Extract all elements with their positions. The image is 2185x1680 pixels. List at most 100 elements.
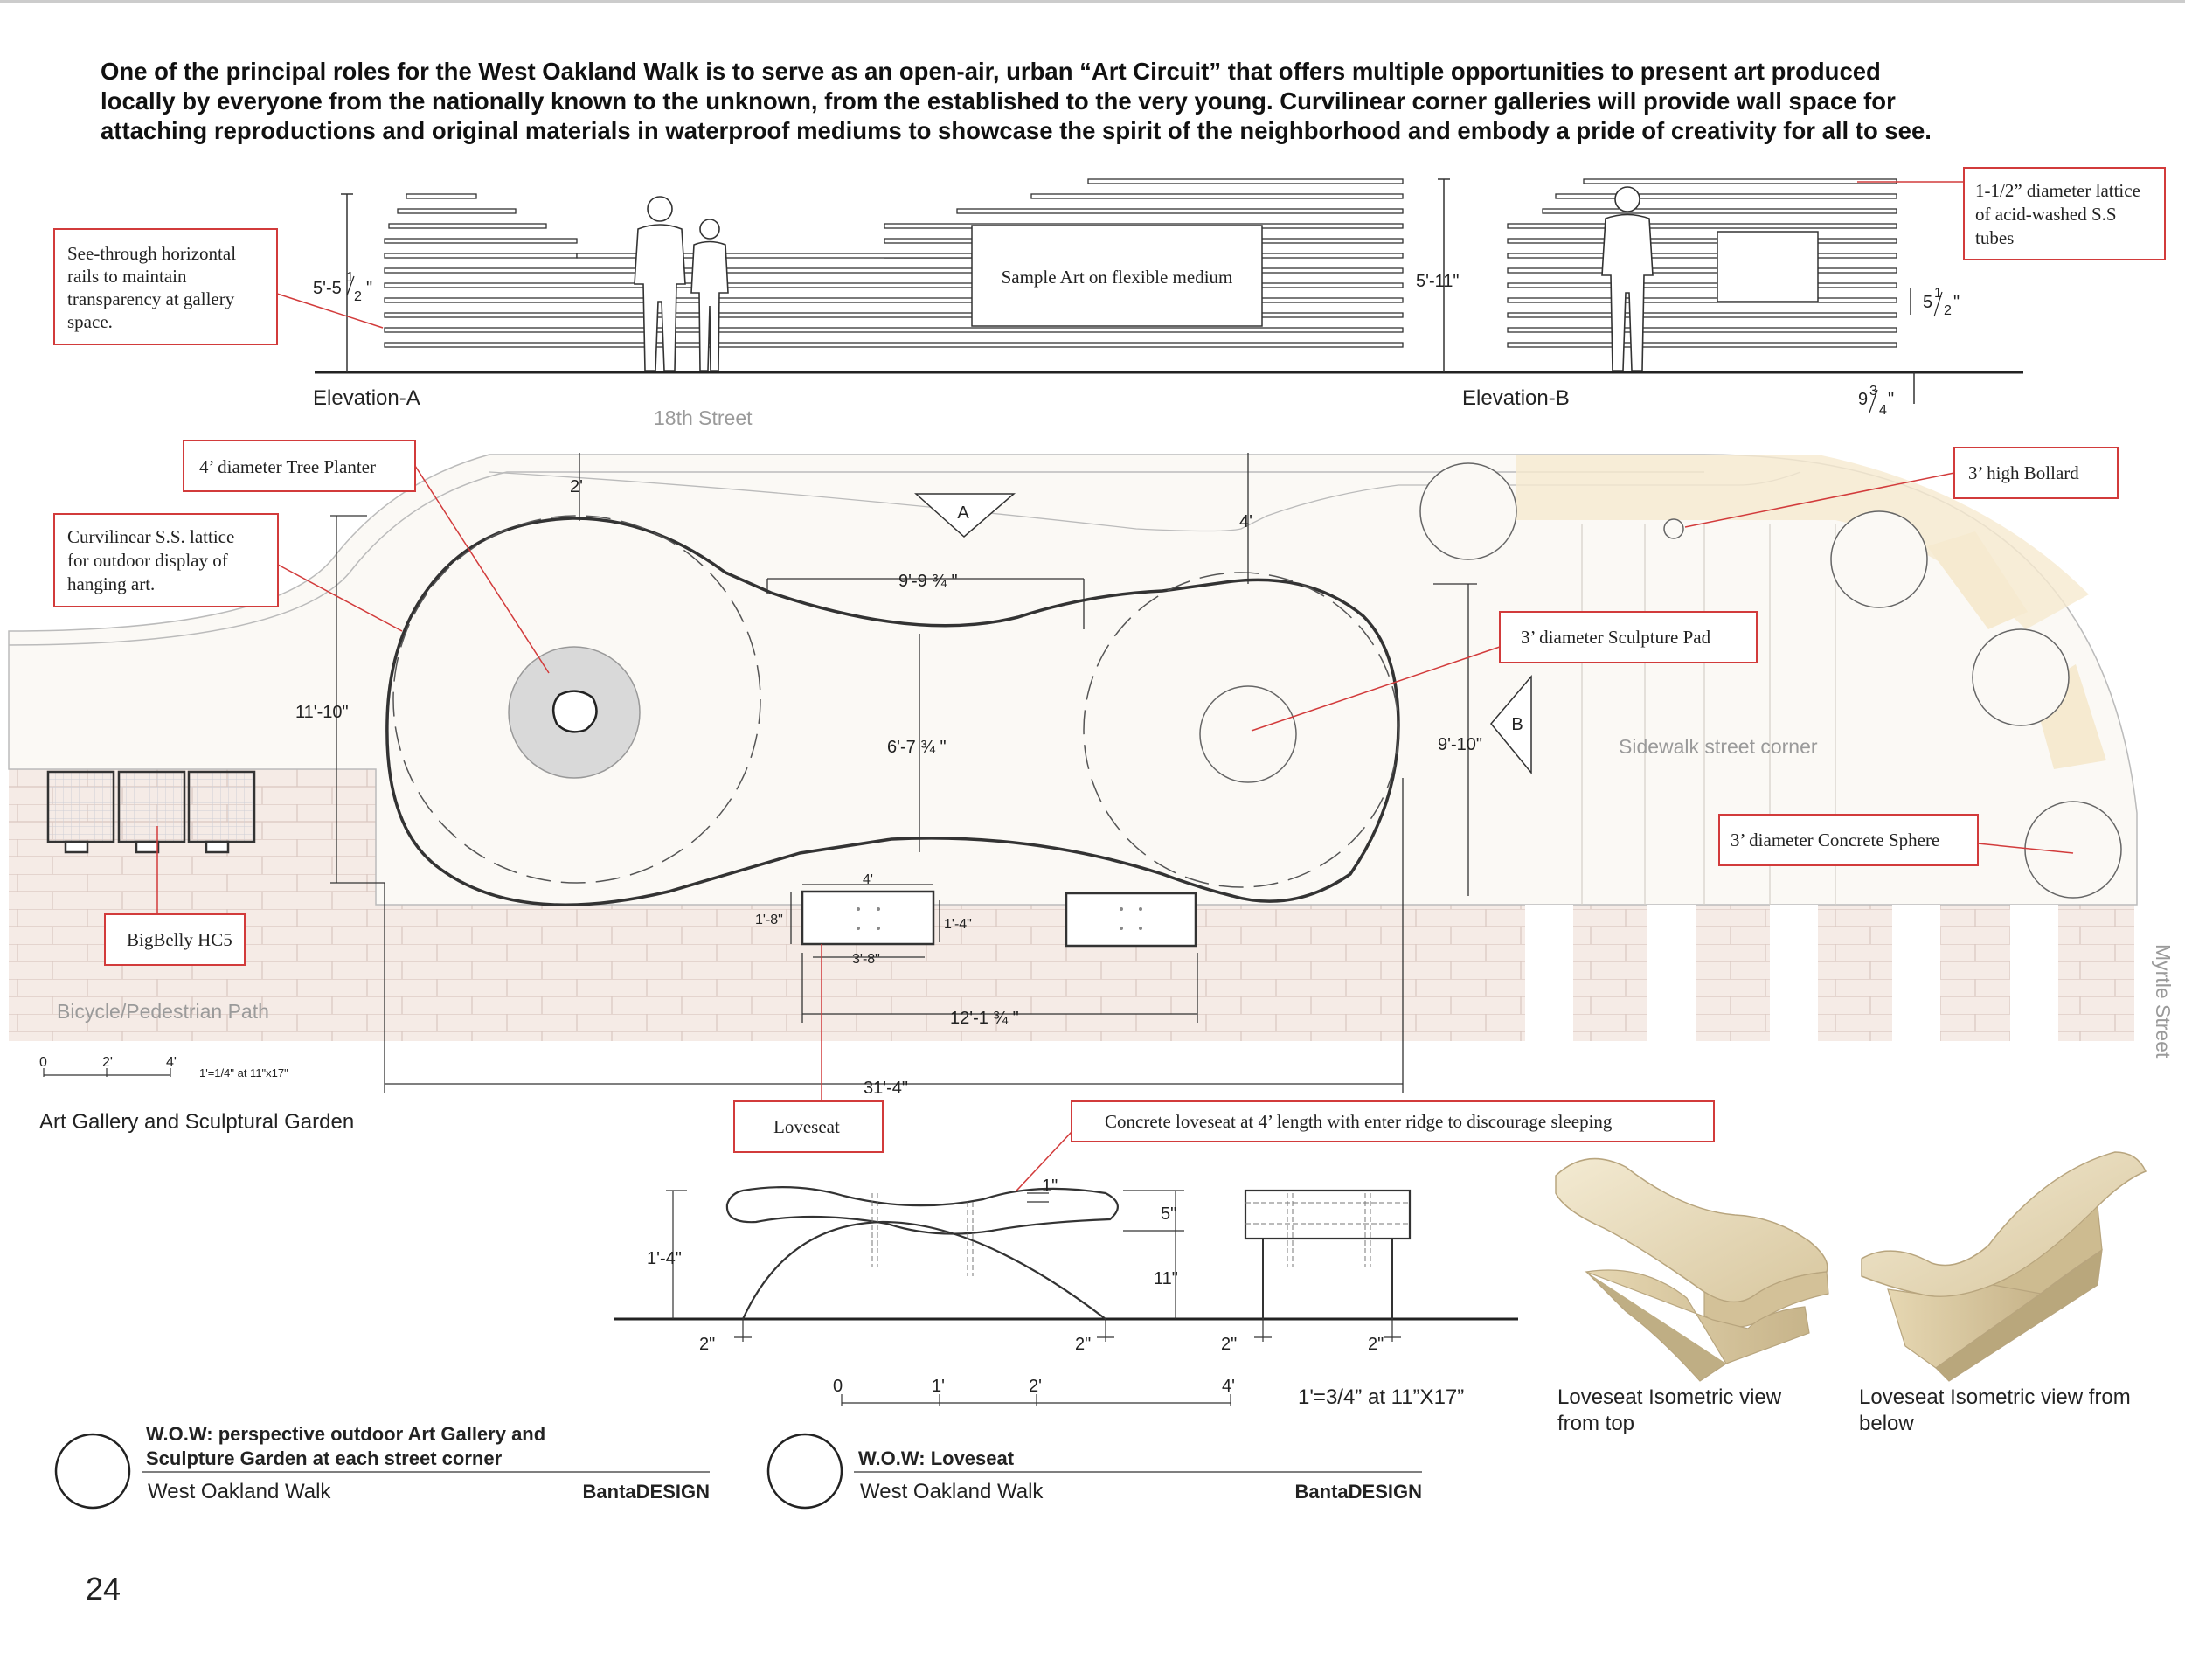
curvilinear-lattice-wall: [385, 517, 1400, 906]
callout-lattice-line1: 1-1/2” diameter lattice: [1975, 180, 2140, 201]
lattice-rail: [384, 342, 1404, 348]
dim-frac-den2: 4: [1879, 403, 1887, 418]
dim-9-9: 9'-9 ¾ ": [898, 572, 958, 591]
elevation-b-rails: [1507, 178, 1897, 348]
dim-frac-num: 1: [1934, 286, 1942, 301]
bollards: [1419, 462, 2122, 899]
loveseat-side-section: [1244, 1189, 1412, 1240]
callout-concrete-loveseat: Concrete loveseat at 4’ length with ente…: [991, 1100, 1715, 1218]
section-marker-a-label: A: [957, 503, 969, 523]
dim-inch-mark: ": [366, 279, 372, 298]
person-silhouette: [634, 196, 729, 371]
plan-scale-2: 2': [102, 1055, 113, 1070]
bike-path-label: Bicycle/Pedestrian Path: [57, 1000, 269, 1023]
callout-bollard: 3’ high Bollard: [1684, 447, 2119, 528]
title-block-2-project: West Oakland Walk: [860, 1480, 1044, 1503]
callout-tree-planter: 4’ diameter Tree Planter: [183, 440, 550, 674]
intro-line-1: One of the principal roles for the West …: [101, 58, 1881, 85]
section-marker-a: [914, 493, 1016, 538]
lattice-rail: [1507, 342, 1897, 348]
callout-rails-line4: space.: [67, 311, 113, 332]
callout-rails-line3: transparency at gallery: [67, 288, 235, 309]
sidewalk-corner-label: Sidewalk street corner: [1619, 735, 1818, 758]
dim-3-8: 3'-8": [852, 952, 880, 967]
detail-scale-1: 1': [932, 1377, 945, 1396]
dim-fraction-2: 2: [354, 289, 362, 304]
title-block-2: W.O.W: Loveseat West Oakland Walk BantaD…: [766, 1433, 1422, 1510]
dim-6-7: 6'-7 ¾ ": [887, 738, 947, 757]
dim-5-half: 5: [1923, 293, 1932, 312]
lattice-rail: [384, 297, 1404, 303]
street-18th-label: 18th Street: [654, 406, 753, 429]
loveseat-isometric-top: Loveseat Isometric view from top: [1555, 1157, 1829, 1435]
dim-frac-num2: 3: [1869, 384, 1877, 399]
intro-line-2: locally by everyone from the nationally …: [101, 87, 1896, 115]
page-number: 24: [86, 1571, 121, 1607]
intro-line-3: attaching reproductions and original mat…: [101, 117, 1932, 144]
callout-loveseat: Loveseat: [733, 944, 884, 1153]
title-block-2-firm: BantaDESIGN: [1295, 1481, 1422, 1503]
sample-art-panel: [971, 225, 1263, 327]
detail-dim-2in-d: 2": [1368, 1335, 1384, 1354]
callout-bigbelly: BigBelly HC5: [104, 826, 246, 966]
lattice-rail: [1030, 193, 1404, 199]
crosswalk: [1525, 905, 2058, 1041]
lattice-rail: [384, 327, 1404, 333]
lattice-rail: [1542, 208, 1897, 214]
loveseat-detail: 1" 5" 11" 1'-4" 2" 2" 2" 2" 0 1' 2' 4' 1…: [614, 1177, 1518, 1409]
section-marker-b-label: B: [1511, 715, 1523, 734]
title-block-circle: [766, 1433, 843, 1510]
callout-rails-line1: See-through horizontal: [67, 243, 236, 264]
lattice-rail: [388, 223, 547, 229]
lattice-rail: [1507, 267, 1897, 274]
detail-dim-1-4: 1'-4": [647, 1249, 682, 1268]
site-plan: A B: [8, 406, 2175, 1134]
dim-inch2: ": [1888, 390, 1894, 409]
dim-fraction-1: 1: [346, 270, 354, 285]
lattice-rail: [1555, 193, 1897, 199]
lattice-rail: [1507, 253, 1897, 259]
detail-dim-2in-c: 2": [1221, 1335, 1237, 1354]
iso-top-caption-1: Loveseat Isometric view: [1557, 1385, 1782, 1409]
dim-2ft: 2': [570, 477, 583, 496]
detail-scale-note: 1'=3/4” at 11”X17”: [1298, 1385, 1464, 1409]
lattice-rail: [384, 312, 1404, 318]
title-block-1-line2: Sculpture Garden at each street corner: [146, 1447, 503, 1469]
callout-curvilinear: Curvilinear S.S. lattice for outdoor dis…: [53, 513, 403, 632]
lattice-rail: [397, 208, 517, 214]
detail-scale-4: 4': [1222, 1377, 1235, 1396]
iso-below-caption-1: Loveseat Isometric view from: [1859, 1385, 2131, 1409]
callouts: See-through horizontal rails to maintain…: [53, 167, 2166, 1218]
lattice-rail: [1507, 238, 1897, 244]
callout-concrete-sphere-text: 3’ diameter Concrete Sphere: [1731, 830, 1939, 850]
title-block-circle: [54, 1433, 131, 1510]
dim-1-4: 1'-4": [944, 917, 972, 932]
callout-sculpture-pad: 3’ diameter Sculpture Pad: [1251, 611, 1758, 732]
plan-dimensions: [330, 453, 1477, 1093]
loveseat-isometric-below: Loveseat Isometric view from below: [1859, 1151, 2147, 1435]
dim-31-4: 31'-4": [864, 1079, 908, 1098]
person-silhouette-b: [1601, 186, 1654, 371]
dim-5-11-text: 5'-11": [1416, 272, 1459, 291]
lattice-rail: [384, 253, 578, 259]
dim-9-10: 9'-10": [1438, 735, 1482, 754]
callout-tree-planter-text: 4’ diameter Tree Planter: [199, 456, 376, 477]
dimension-5-11: 5'-11": [1416, 178, 1459, 372]
page-top-border: [0, 0, 2185, 3]
dim-4ft: 4': [1239, 512, 1252, 531]
lattice-rail: [956, 208, 1404, 214]
myrtle-street-label: Myrtle Street: [2152, 944, 2175, 1059]
dim-12-1: 12'-1 ¾ ": [950, 1009, 1019, 1028]
detail-dim-11in: 11": [1154, 1269, 1178, 1288]
callout-rails: See-through horizontal rails to maintain…: [53, 228, 384, 345]
callout-sculpture-pad-text: 3’ diameter Sculpture Pad: [1521, 627, 1711, 648]
callout-lattice-tubes: 1-1/2” diameter lattice of acid-washed S…: [1857, 167, 2166, 260]
detail-scale-bar: 0 1' 2' 4' 1'=3/4” at 11”X17”: [833, 1377, 1464, 1409]
elevation-b: Elevation-B 5 1 2 " 9 3 4 ": [1462, 178, 1960, 418]
plan-loveseat-2: [1065, 892, 1197, 948]
sculpture-pad: [1199, 685, 1297, 783]
sample-art-label: Sample Art on flexible medium: [1002, 267, 1233, 288]
detail-dim-2in-b: 2": [1075, 1335, 1091, 1354]
iso-top-caption-2: from top: [1557, 1412, 1634, 1435]
plan-scale-0: 0: [39, 1055, 47, 1070]
